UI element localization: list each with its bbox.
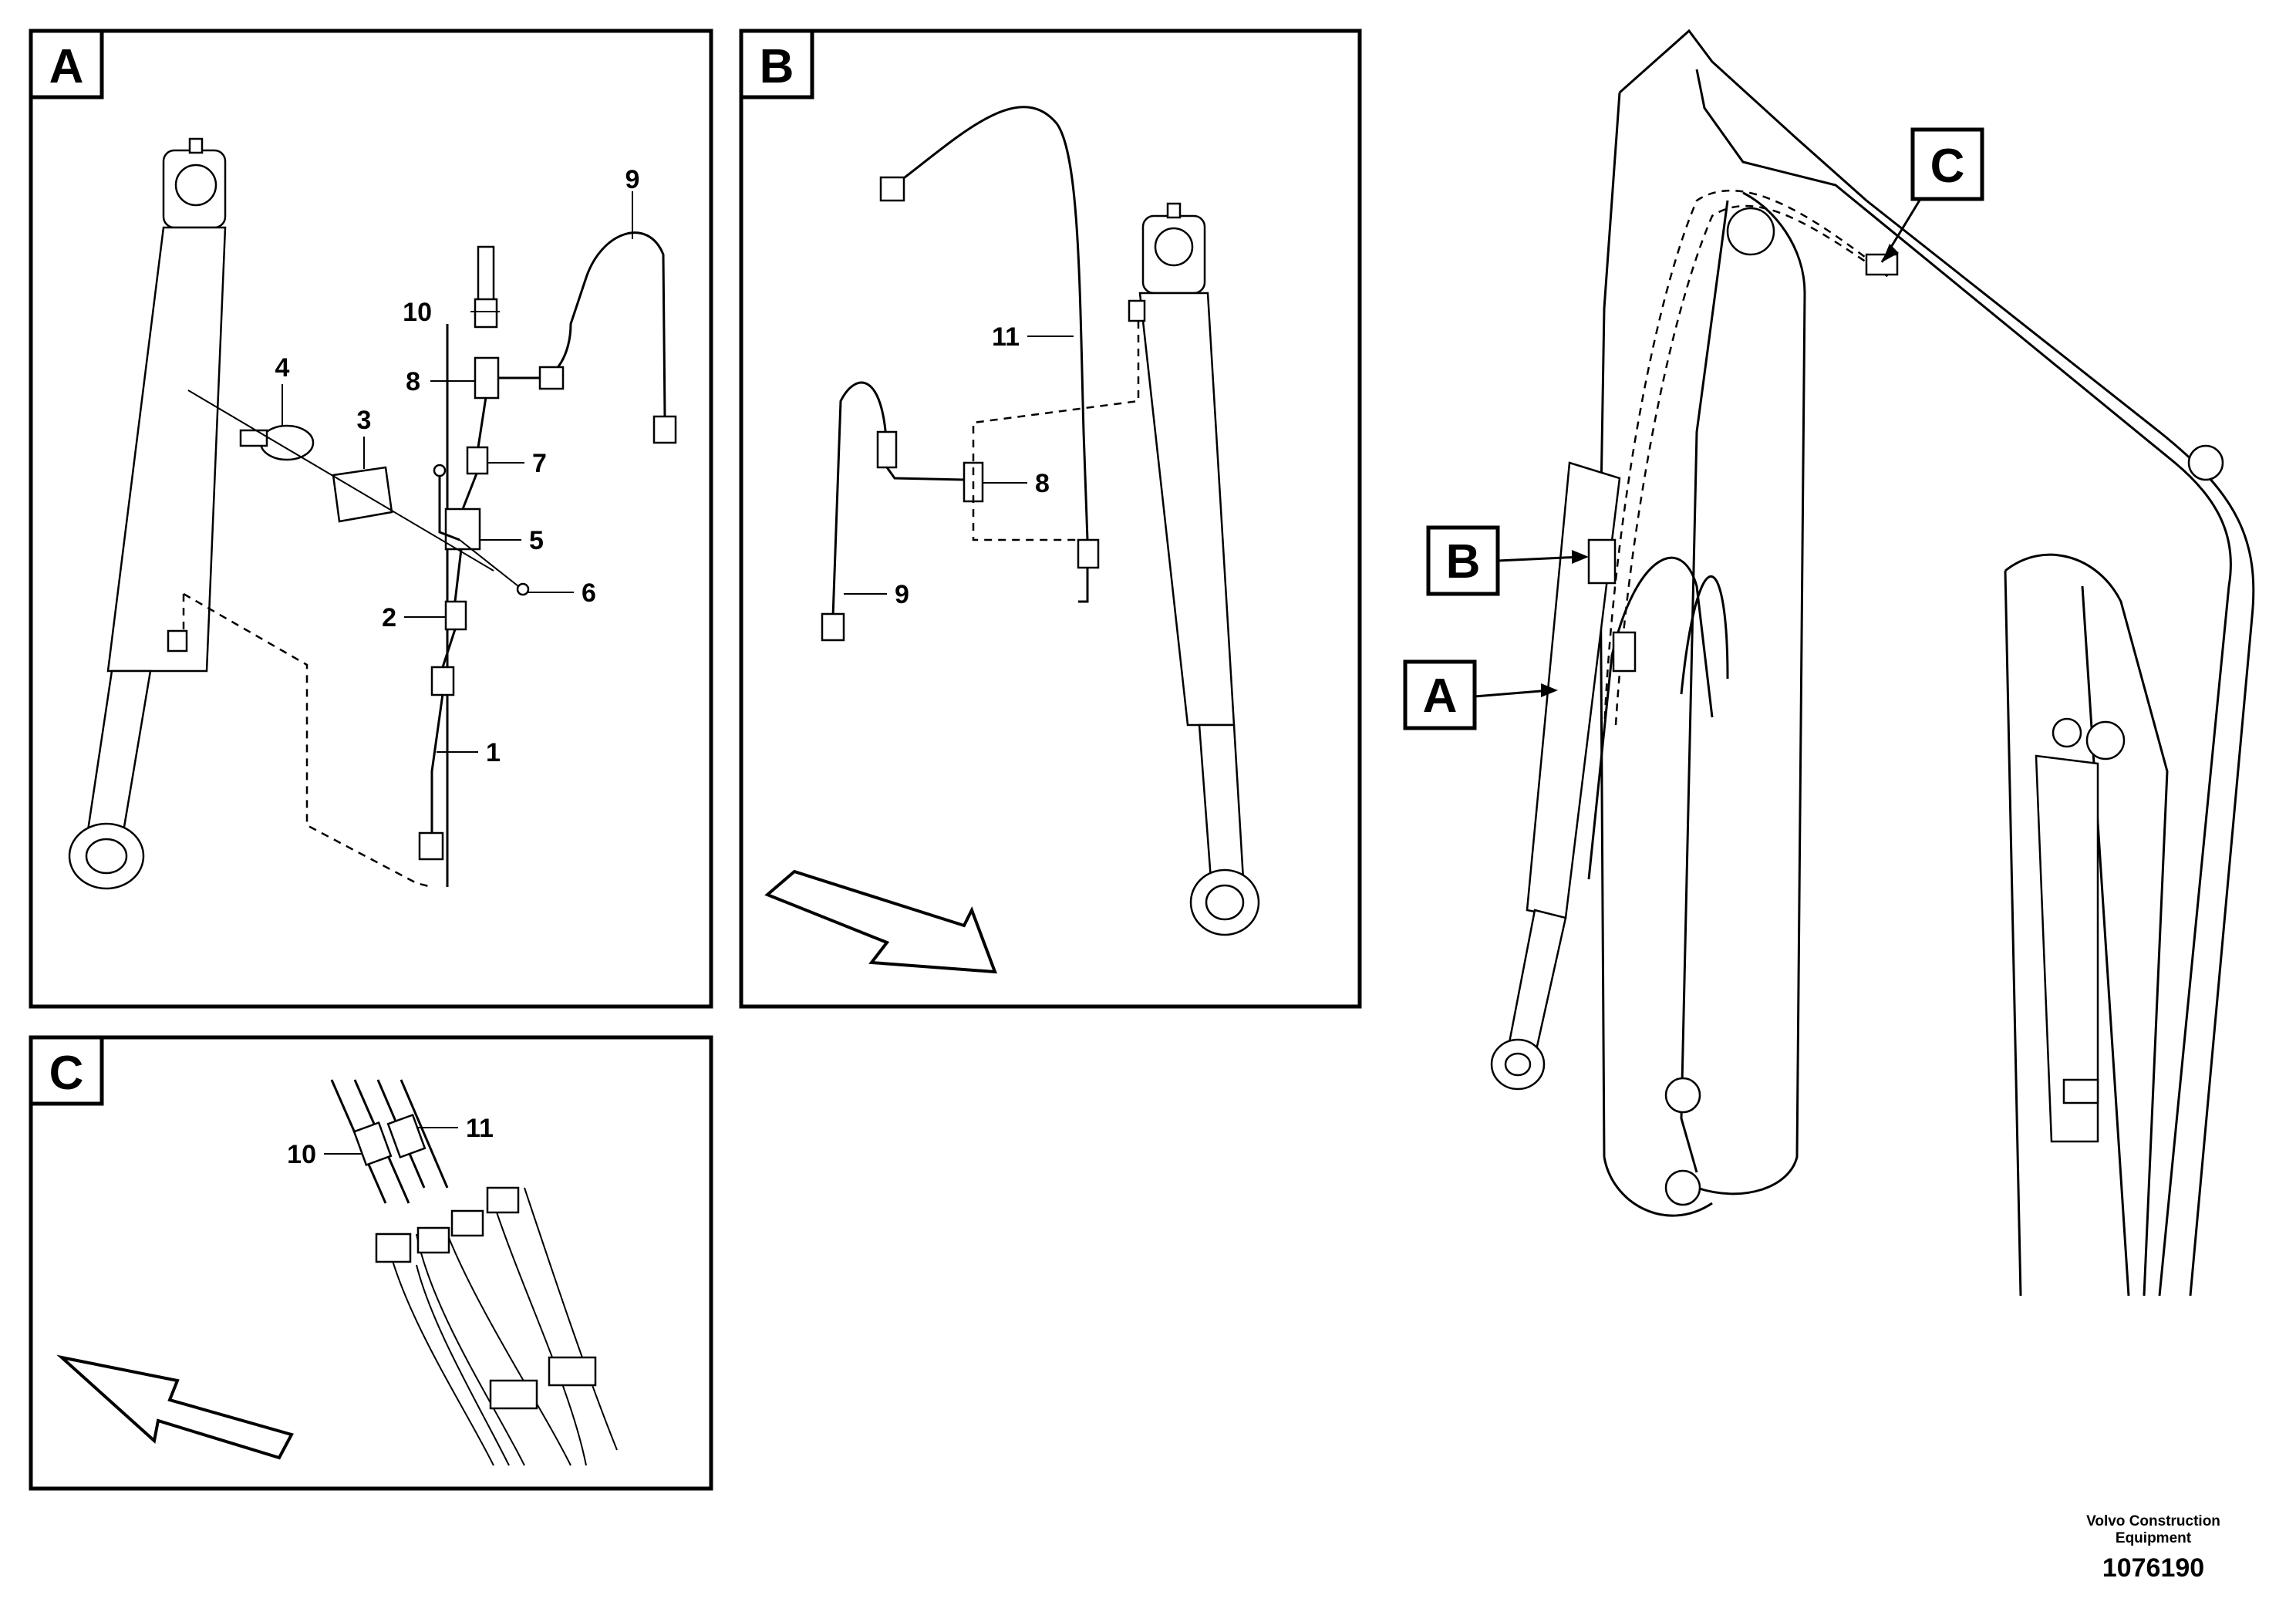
fitting-11-c <box>386 1113 426 1159</box>
callout-c-10: 10 <box>287 1140 316 1169</box>
callout-b-11: 11 <box>992 322 1020 352</box>
hose-10-end <box>477 245 495 302</box>
hose-9-b <box>831 381 888 618</box>
callout-a-4: 4 <box>275 353 290 383</box>
hose-clamp-1 <box>489 1379 538 1410</box>
hose-clamp-2 <box>548 1356 597 1387</box>
fitting-1-top <box>430 666 455 696</box>
pipe-1 <box>430 693 444 833</box>
panel-a: A <box>29 29 713 1009</box>
footer: Volvo Construction Equipment 1076190 <box>2053 1513 2254 1583</box>
arm-cylinder <box>1128 202 1260 936</box>
fitting-7 <box>466 446 489 475</box>
panel-a-frame <box>29 29 713 1009</box>
callout-a-8: 8 <box>406 367 420 396</box>
overview-tag-a <box>1403 659 1477 730</box>
lever <box>438 474 460 541</box>
panel-b-letter-box <box>739 29 814 99</box>
overview-tag-c <box>1910 127 1984 201</box>
panel-c: C 10 11 <box>29 1035 713 1491</box>
callout-a-3: 3 <box>357 406 372 435</box>
coupler-2 <box>416 1226 450 1254</box>
hose-bundle <box>330 1079 618 1466</box>
direction-arrow-icon <box>764 869 997 974</box>
callout-a-6: 6 <box>582 578 596 608</box>
coupler-1 <box>375 1233 412 1263</box>
panel-a-letter-box <box>29 29 104 99</box>
company-name-line2: Equipment <box>2115 1530 2192 1546</box>
fitting-1-bottom <box>418 831 444 861</box>
bolt-6 <box>459 539 519 587</box>
tee-fitting-8 <box>474 356 500 400</box>
clamp-4 <box>259 424 315 461</box>
boom-overview: C B A <box>1403 29 2255 1297</box>
callout-b-8: 8 <box>1035 469 1050 498</box>
hose-9 <box>498 231 666 417</box>
fitting-10-c <box>352 1121 393 1167</box>
callout-a-7: 7 <box>532 449 547 478</box>
assembly-leader <box>182 592 433 889</box>
overview-tag-b-letter: B <box>1446 535 1481 588</box>
panel-c-letter: C <box>49 1047 84 1100</box>
callout-a-2: 2 <box>382 603 396 632</box>
fitting-2 <box>444 600 467 631</box>
coupler-4 <box>486 1186 520 1214</box>
hose-11 <box>894 106 1089 541</box>
company-name-line1: Volvo Construction <box>2086 1513 2220 1529</box>
panel-a-callouts: 10 9 8 4 3 7 5 6 2 1 <box>275 165 640 767</box>
panel-a-letter: A <box>49 40 84 93</box>
coupler-3 <box>450 1209 484 1237</box>
panel-c-letter-box <box>29 1035 104 1106</box>
callout-a-5: 5 <box>529 526 544 555</box>
overview-tag-c-letter: C <box>1930 140 1965 193</box>
assembly-leader-b <box>972 321 1140 541</box>
panel-b-letter: B <box>760 40 794 93</box>
callout-c-11: 11 <box>466 1114 494 1143</box>
direction-arrow-c-icon <box>56 1354 294 1460</box>
overview-tag-a-letter: A <box>1423 669 1458 723</box>
clamp-parts <box>187 389 530 596</box>
panel-c-frame <box>29 1035 713 1491</box>
boom-cylinder <box>68 137 227 890</box>
panel-b-frame <box>739 29 1362 1009</box>
panel-b: B 11 8 9 <box>739 29 1362 1009</box>
drawing-number: 1076190 <box>2102 1553 2205 1583</box>
callout-a-1: 1 <box>486 738 501 767</box>
callout-b-9: 9 <box>895 580 909 609</box>
fitting-10 <box>474 298 498 329</box>
callout-a-10: 10 <box>403 298 432 327</box>
bracket-3 <box>332 466 393 523</box>
callout-a-9: 9 <box>625 165 640 194</box>
